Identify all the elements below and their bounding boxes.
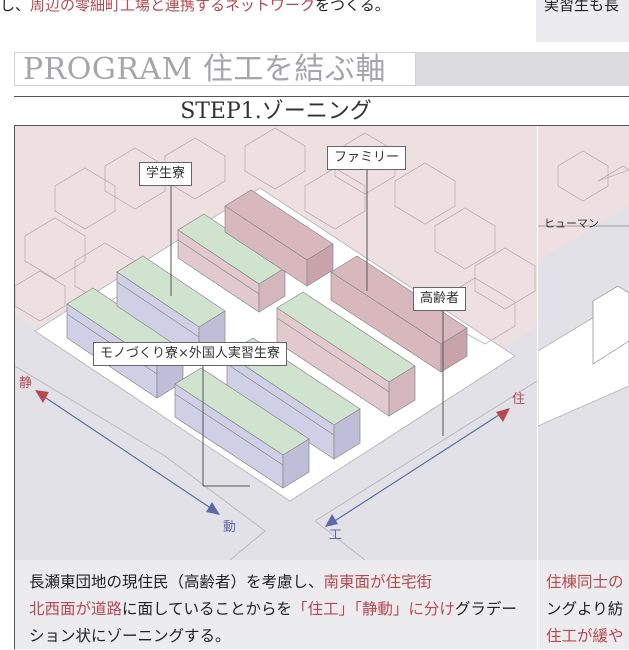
caption-part: グラデーション状にゾーニングする。 xyxy=(29,600,517,645)
axis-label-sei: 静 xyxy=(19,376,33,391)
caption-line: 住工が緩や xyxy=(546,627,624,645)
step2-diagram: ヒューマン xyxy=(537,126,629,560)
intro-text-highlight: 周辺の零細町工場と連携するネットワーク xyxy=(30,0,316,14)
label-monozukuri-dorm: モノづくり寮×外国人実習生寮 xyxy=(93,342,287,366)
step2-caption-text: 住棟同士のングより紡住工が緩や xyxy=(546,569,629,649)
intro-text-part: をつくる。 xyxy=(315,0,390,14)
caption-line: 住棟同士の xyxy=(546,573,624,591)
intro-text-part: し、 xyxy=(0,0,31,14)
axis-label-dou: 動 xyxy=(223,520,237,535)
caption-part: に面していることからを xyxy=(122,600,293,618)
intro-right-panel: 実習生も長 xyxy=(536,0,629,42)
caption-highlight: 「住工」「静動」に分け xyxy=(292,600,455,618)
caption-highlight: 南東面が住宅街 xyxy=(323,573,433,591)
axis-label-ju: 住 xyxy=(512,392,526,407)
intro-text: し、周辺の零細町工場と連携するネットワークをつくる。 xyxy=(0,0,520,15)
axis-label-kou: 工 xyxy=(329,528,343,543)
step1-title: STEP1.ゾーニング xyxy=(14,96,538,126)
caption-highlight: 北西面が道路 xyxy=(29,600,123,618)
step2-title-bar xyxy=(538,96,629,126)
label-student-dorm: 学生寮 xyxy=(139,162,193,186)
intro-right-text: 実習生も長 xyxy=(544,0,620,14)
step2-caption: 住棟同士のングより紡住工が緩や xyxy=(538,560,629,649)
caption-part: 長瀬東団地の現住民（高齢者）を考慮し、 xyxy=(29,573,324,591)
intro-area: し、周辺の零細町工場と連携するネットワークをつくる。 実習生も長 xyxy=(0,0,629,42)
label-family: ファミリー xyxy=(327,146,407,170)
step1-caption: 長瀬東団地の現住民（高齢者）を考慮し、南東面が住宅街北西面が道路に面していること… xyxy=(15,560,537,649)
step1-zoning-diagram: 学生寮 ファミリー 高齢者 モノづくり寮×外国人実習生寮 静 動 住 工 xyxy=(14,126,538,561)
label-human: ヒューマン xyxy=(544,217,599,230)
caption-line: ングより紡 xyxy=(546,600,624,618)
step1-caption-text: 長瀬東団地の現住民（高齢者）を考慮し、南東面が住宅街北西面が道路に面していること… xyxy=(29,569,529,650)
label-elderly: 高齢者 xyxy=(413,287,467,311)
section-title: PROGRAM 住工を結ぶ軸 xyxy=(14,52,416,87)
